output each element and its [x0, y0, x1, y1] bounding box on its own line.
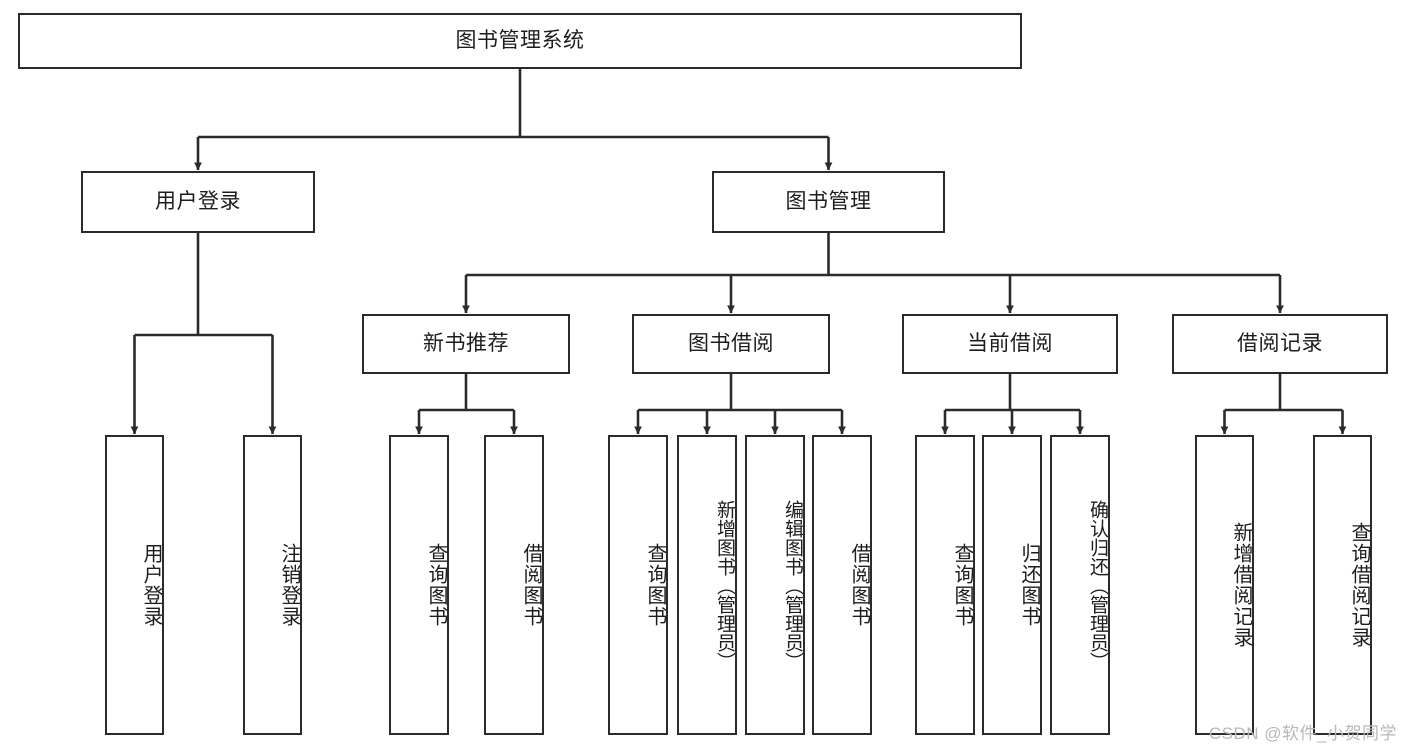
node-new-book-recommend[interactable]: 新书推荐: [362, 314, 570, 374]
node-label-leaf-borrow-book: 借阅图书: [848, 543, 870, 627]
node-label-book-manage: 图书管理: [785, 190, 872, 214]
node-borrow-record[interactable]: 借阅记录: [1172, 314, 1388, 374]
node-label-current-borrow: 当前借阅: [967, 332, 1053, 356]
node-leaf-query-book[interactable]: 查询图书: [608, 435, 668, 735]
node-book-manage[interactable]: 图书管理: [712, 171, 945, 233]
node-label-borrow-record: 借阅记录: [1237, 332, 1323, 356]
node-book-borrow[interactable]: 图书借阅: [632, 314, 830, 374]
node-label-leaf-user-login: 用户登录: [140, 543, 162, 627]
node-label-book-borrow: 图书借阅: [688, 332, 774, 356]
node-user-login[interactable]: 用户登录: [81, 171, 315, 233]
node-leaf-add-borrow-record[interactable]: 新增借阅记录: [1195, 435, 1254, 735]
node-leaf-add-book-admin[interactable]: 新增图书（管理员）: [677, 435, 737, 735]
node-leaf-query-borrow-record[interactable]: 查询借阅记录: [1313, 435, 1372, 735]
node-label-leaf-query-borrow-record: 查询借阅记录: [1348, 522, 1370, 648]
node-label-leaf-add-borrow-record: 新增借阅记录: [1230, 522, 1252, 648]
node-leaf-edit-book-admin[interactable]: 编辑图书（管理员）: [745, 435, 805, 735]
node-label-leaf-query-book: 查询图书: [644, 543, 666, 627]
node-label-leaf-return-book: 归还图书: [1018, 543, 1040, 627]
node-leaf-borrow-book-rec[interactable]: 借阅图书: [484, 435, 544, 735]
node-label-leaf-add-book-admin: 新增图书（管理员）: [714, 499, 735, 671]
node-label-leaf-query-book-rec: 查询图书: [425, 543, 447, 627]
node-label-root: 图书管理系统: [455, 29, 585, 53]
node-label-leaf-query-book-cur: 查询图书: [951, 543, 973, 627]
node-label-leaf-borrow-book-rec: 借阅图书: [520, 543, 542, 627]
node-leaf-query-book-rec[interactable]: 查询图书: [389, 435, 449, 735]
node-label-new-book-recommend: 新书推荐: [423, 332, 509, 356]
node-leaf-query-book-cur[interactable]: 查询图书: [915, 435, 975, 735]
node-leaf-logout[interactable]: 注销登录: [243, 435, 302, 735]
node-leaf-return-book[interactable]: 归还图书: [982, 435, 1042, 735]
node-label-leaf-logout: 注销登录: [278, 543, 300, 627]
node-label-user-login: 用户登录: [155, 190, 241, 214]
node-label-leaf-edit-book-admin: 编辑图书（管理员）: [782, 499, 803, 671]
node-leaf-borrow-book[interactable]: 借阅图书: [812, 435, 872, 735]
node-root[interactable]: 图书管理系统: [18, 13, 1022, 69]
node-label-leaf-confirm-return-admin: 确认归还（管理员）: [1087, 499, 1108, 671]
node-current-borrow[interactable]: 当前借阅: [902, 314, 1118, 374]
node-leaf-user-login[interactable]: 用户登录: [105, 435, 164, 735]
node-leaf-confirm-return-admin[interactable]: 确认归还（管理员）: [1050, 435, 1110, 735]
